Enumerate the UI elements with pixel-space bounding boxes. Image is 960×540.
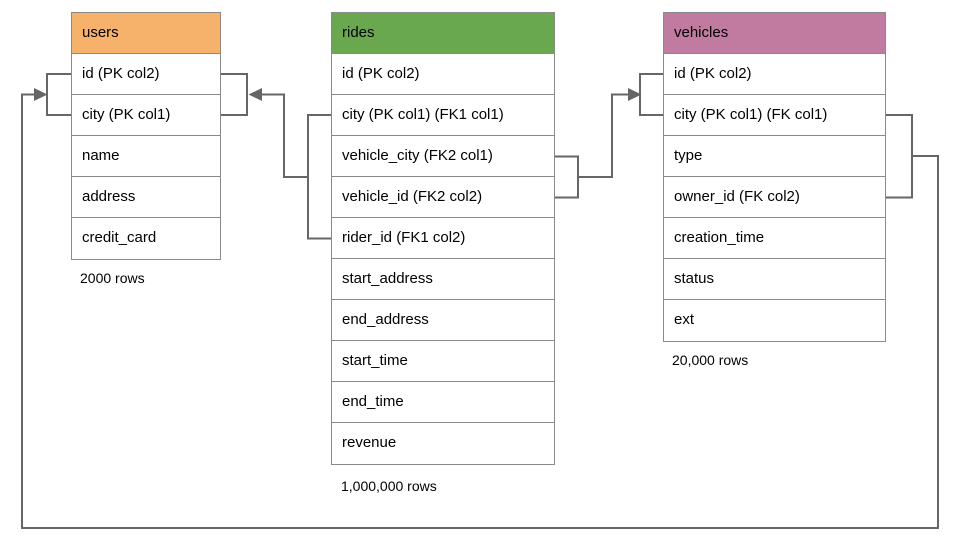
table-vehicles: vehicles id (PK col2) city (PK col1) (FK…: [663, 12, 886, 342]
rides-col-city: city (PK col1) (FK1 col1): [332, 95, 554, 136]
fk1-rides-bracket: [307, 114, 331, 240]
vehicles-col-ext: ext: [664, 300, 885, 341]
rides-col-end-time: end_time: [332, 382, 554, 423]
table-rides-title: rides: [342, 24, 375, 41]
rides-col-start-time: start_time: [332, 341, 554, 382]
rides-row-count: 1,000,000 rows: [341, 478, 437, 494]
fk2-rides-bracket: [555, 155, 579, 199]
fk1-users-bracket: [221, 73, 248, 116]
rides-col-vehicle-id: vehicle_id (FK2 col2): [332, 177, 554, 218]
vehicles-row-count: 20,000 rows: [672, 352, 749, 368]
users-col-credit-card: credit_card: [72, 218, 220, 259]
table-rides-header: rides: [332, 13, 554, 54]
vehicles-col-status: status: [664, 259, 885, 300]
vehicles-col-creation-time: creation_time: [664, 218, 885, 259]
fk-arrowhead-icon: [34, 88, 48, 101]
vehicles-col-type: type: [664, 136, 885, 177]
fk1-mid-line: [262, 93, 308, 178]
rides-col-rider-id: rider_id (FK1 col2): [332, 218, 554, 259]
rides-col-vehicle-city: vehicle_city (FK2 col1): [332, 136, 554, 177]
users-col-address: address: [72, 177, 220, 218]
fk2-arrowhead-icon: [628, 88, 642, 101]
users-col-id: id (PK col2): [72, 54, 220, 95]
fk-users-bracket: [46, 73, 71, 116]
table-users: users id (PK col2) city (PK col1) name a…: [71, 12, 221, 260]
fk2-vehicles-bracket: [639, 73, 663, 116]
rides-col-id: id (PK col2): [332, 54, 554, 95]
rides-col-start-address: start_address: [332, 259, 554, 300]
fk1-arrowhead-icon: [248, 88, 262, 101]
rides-col-end-address: end_address: [332, 300, 554, 341]
users-col-city: city (PK col1): [72, 95, 220, 136]
table-vehicles-header: vehicles: [664, 13, 885, 54]
rides-col-revenue: revenue: [332, 423, 554, 464]
table-vehicles-title: vehicles: [674, 24, 729, 41]
vehicles-col-id: id (PK col2): [664, 54, 885, 95]
vehicles-col-city: city (PK col1) (FK col1): [664, 95, 885, 136]
fk2-mid-line: [578, 93, 628, 178]
vehicles-col-owner-id: owner_id (FK col2): [664, 177, 885, 218]
table-users-header: users: [72, 13, 220, 54]
users-row-count: 2000 rows: [80, 270, 145, 286]
table-users-title: users: [82, 24, 119, 41]
table-rides: rides id (PK col2) city (PK col1) (FK1 c…: [331, 12, 555, 465]
users-col-name: name: [72, 136, 220, 177]
fk-vehicles-bracket: [886, 114, 913, 199]
